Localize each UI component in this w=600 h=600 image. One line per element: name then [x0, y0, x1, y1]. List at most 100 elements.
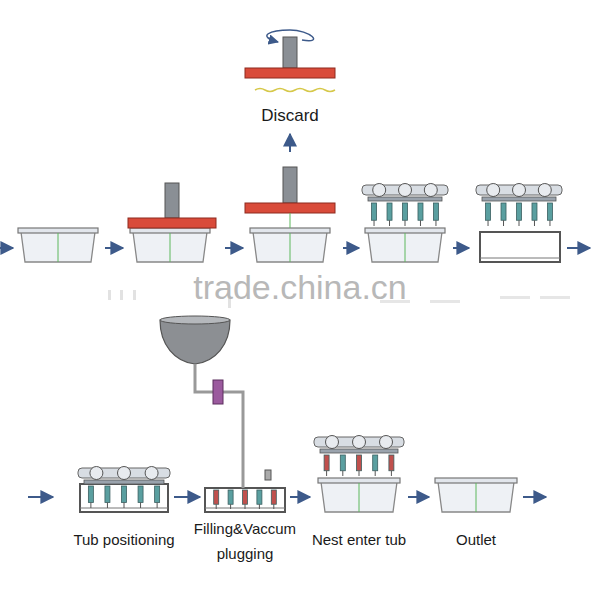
syringe [271, 490, 276, 504]
flow-arrow [523, 496, 546, 498]
syringe [387, 203, 392, 220]
watermark-fragment [540, 296, 570, 299]
nest-roller [513, 184, 526, 197]
syringe-needle [534, 220, 535, 226]
frame [80, 484, 168, 512]
flow-arrow [567, 247, 590, 249]
nest-plate [84, 480, 164, 484]
syringe [155, 486, 160, 503]
pipe-fitting [265, 470, 271, 480]
syringe-needle [90, 503, 91, 509]
syringe [243, 490, 248, 504]
flow-arrow [225, 247, 243, 249]
syringe [228, 490, 233, 504]
nest-roller [353, 436, 366, 449]
frame [205, 488, 285, 512]
syringe-needle [359, 471, 360, 476]
lid-stem [283, 37, 297, 68]
station-caption: Filling&Vaccum plugging [182, 516, 308, 566]
process-station: Tub positioning [77, 466, 171, 514]
nest-roller [145, 467, 158, 480]
flow-connector [408, 496, 429, 498]
station-caption: Tub positioning [73, 527, 174, 552]
filling-funnel [160, 320, 230, 364]
station-caption: Nest enter tub [312, 527, 406, 552]
syringe [418, 203, 423, 220]
tub-lid [128, 218, 216, 228]
discard-label: Discard [261, 106, 319, 126]
process-station: Outlet [432, 476, 520, 514]
syringe-needle [389, 220, 390, 226]
tub-rim [318, 478, 400, 483]
syringe-needle [391, 471, 392, 476]
syringe-needle [405, 220, 406, 226]
tub-centre-line [405, 233, 406, 262]
pipe-valve [213, 380, 223, 404]
flow-arrow [453, 247, 469, 249]
tub-rim [18, 228, 98, 233]
syringe [122, 486, 127, 503]
nest-roller [424, 184, 437, 197]
syringe-needle [420, 220, 421, 226]
syringe-needle [259, 504, 260, 509]
nest-plate [320, 449, 398, 453]
station-caption: Outlet [456, 527, 496, 552]
syringe [340, 455, 345, 471]
syringe [389, 455, 394, 471]
syringe-needle [503, 220, 504, 226]
syringe [372, 203, 377, 220]
flow-arrow [28, 496, 53, 498]
tub-centre-line [58, 233, 59, 262]
tub-lid [245, 203, 335, 213]
tub-body [253, 232, 327, 262]
tub-rim [250, 228, 330, 233]
tub-rim [435, 478, 517, 483]
tub-body [21, 232, 95, 262]
watermark-fragment [133, 290, 136, 300]
syringe [257, 490, 262, 504]
syringe [88, 486, 93, 503]
syringe [105, 486, 110, 503]
syringe-needle [157, 503, 158, 509]
syringe-needle [326, 471, 327, 476]
syringe-needle [124, 503, 125, 509]
syringe-needle [549, 220, 550, 226]
process-station: Filling&Vaccum plugging [203, 485, 287, 514]
watermark-fragment [120, 290, 123, 300]
watermark-fragment [108, 290, 111, 300]
process-station: Nest enter tub [313, 435, 405, 514]
syringe [403, 203, 408, 220]
nest-roller [380, 436, 393, 449]
tub-centre-line [359, 483, 360, 512]
flow-arrow [343, 247, 359, 249]
syringe-needle [245, 504, 246, 509]
syringe-needle [488, 220, 489, 226]
nest-plate [368, 197, 442, 201]
syringe [501, 203, 506, 220]
watermark-fragment [500, 296, 530, 299]
filling-pipe [195, 364, 243, 488]
tub-centre-line [476, 483, 477, 512]
nest-roller [538, 184, 551, 197]
syringe [373, 455, 378, 471]
syringe [433, 203, 438, 220]
nest-roller [373, 184, 386, 197]
flow-arrow [0, 247, 13, 249]
lid-stem [283, 167, 297, 203]
syringe-needle [375, 471, 376, 476]
nest-plate [482, 197, 556, 201]
watermark: trade.china.cn [193, 268, 407, 307]
tub-body [321, 482, 397, 512]
tub-rim [130, 228, 210, 233]
syringe [138, 486, 143, 503]
rotation-arrow [267, 30, 314, 42]
frame-base [480, 258, 560, 259]
flow-arrow [105, 247, 123, 249]
flow-connector [174, 496, 200, 498]
flow-connector [290, 496, 310, 498]
tub-rim [365, 228, 445, 233]
syringe [547, 203, 552, 220]
watermark-fragment [430, 300, 460, 303]
nest-roller [118, 467, 131, 480]
